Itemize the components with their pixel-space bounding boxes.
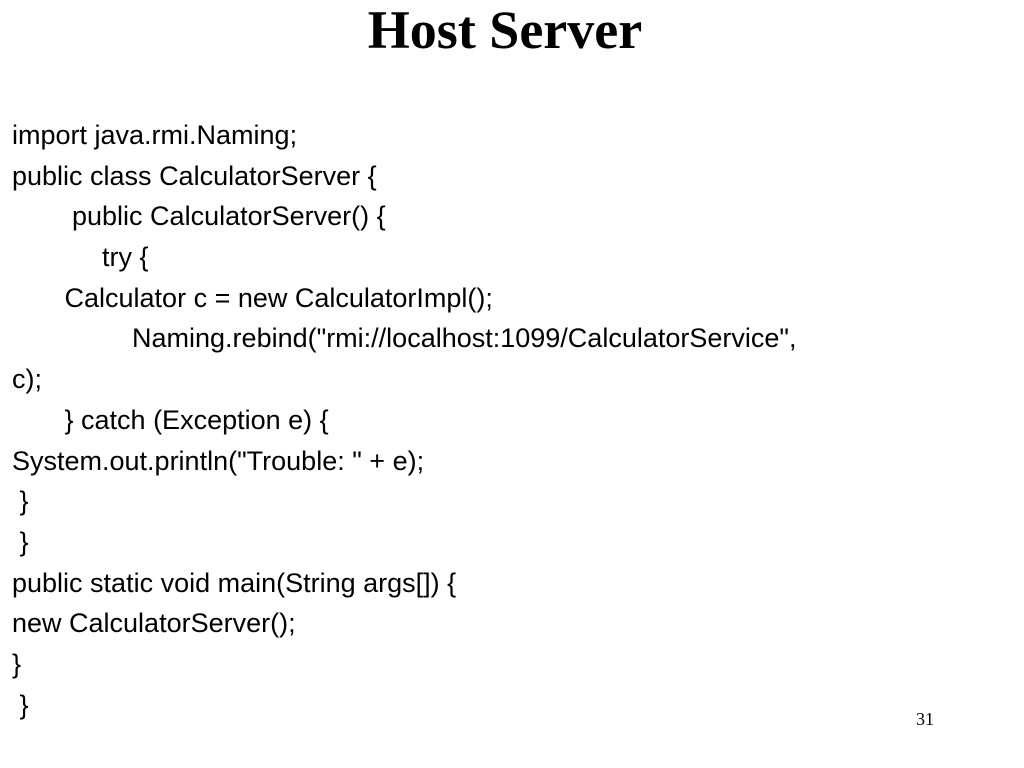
code-line: c); [12,364,42,395]
page-number: 31 [916,709,934,729]
code-line: new CalculatorServer(); [12,608,296,639]
code-line: } [12,486,29,517]
code-line: Naming.rebind("rmi://localhost:1099/Calc… [12,323,797,354]
code-line: } [12,526,29,557]
code-line: public class CalculatorServer { [12,160,377,191]
code-line: public static void main(String args[]) { [12,567,457,598]
code-block: import java.rmi.Naming; public class Cal… [12,115,1012,725]
code-line: System.out.println("Trouble: " + e); [12,445,425,476]
code-line: } [12,689,29,720]
code-line: public CalculatorServer() { [12,201,386,232]
code-line: try { [12,242,149,273]
code-line: import java.rmi.Naming; [12,120,298,150]
code-line: } [12,648,22,679]
code-line: } catch (Exception e) { [12,404,329,435]
code-line: Calculator c = new CalculatorImpl(); [12,282,493,313]
slide-title: Host Server [367,0,643,60]
